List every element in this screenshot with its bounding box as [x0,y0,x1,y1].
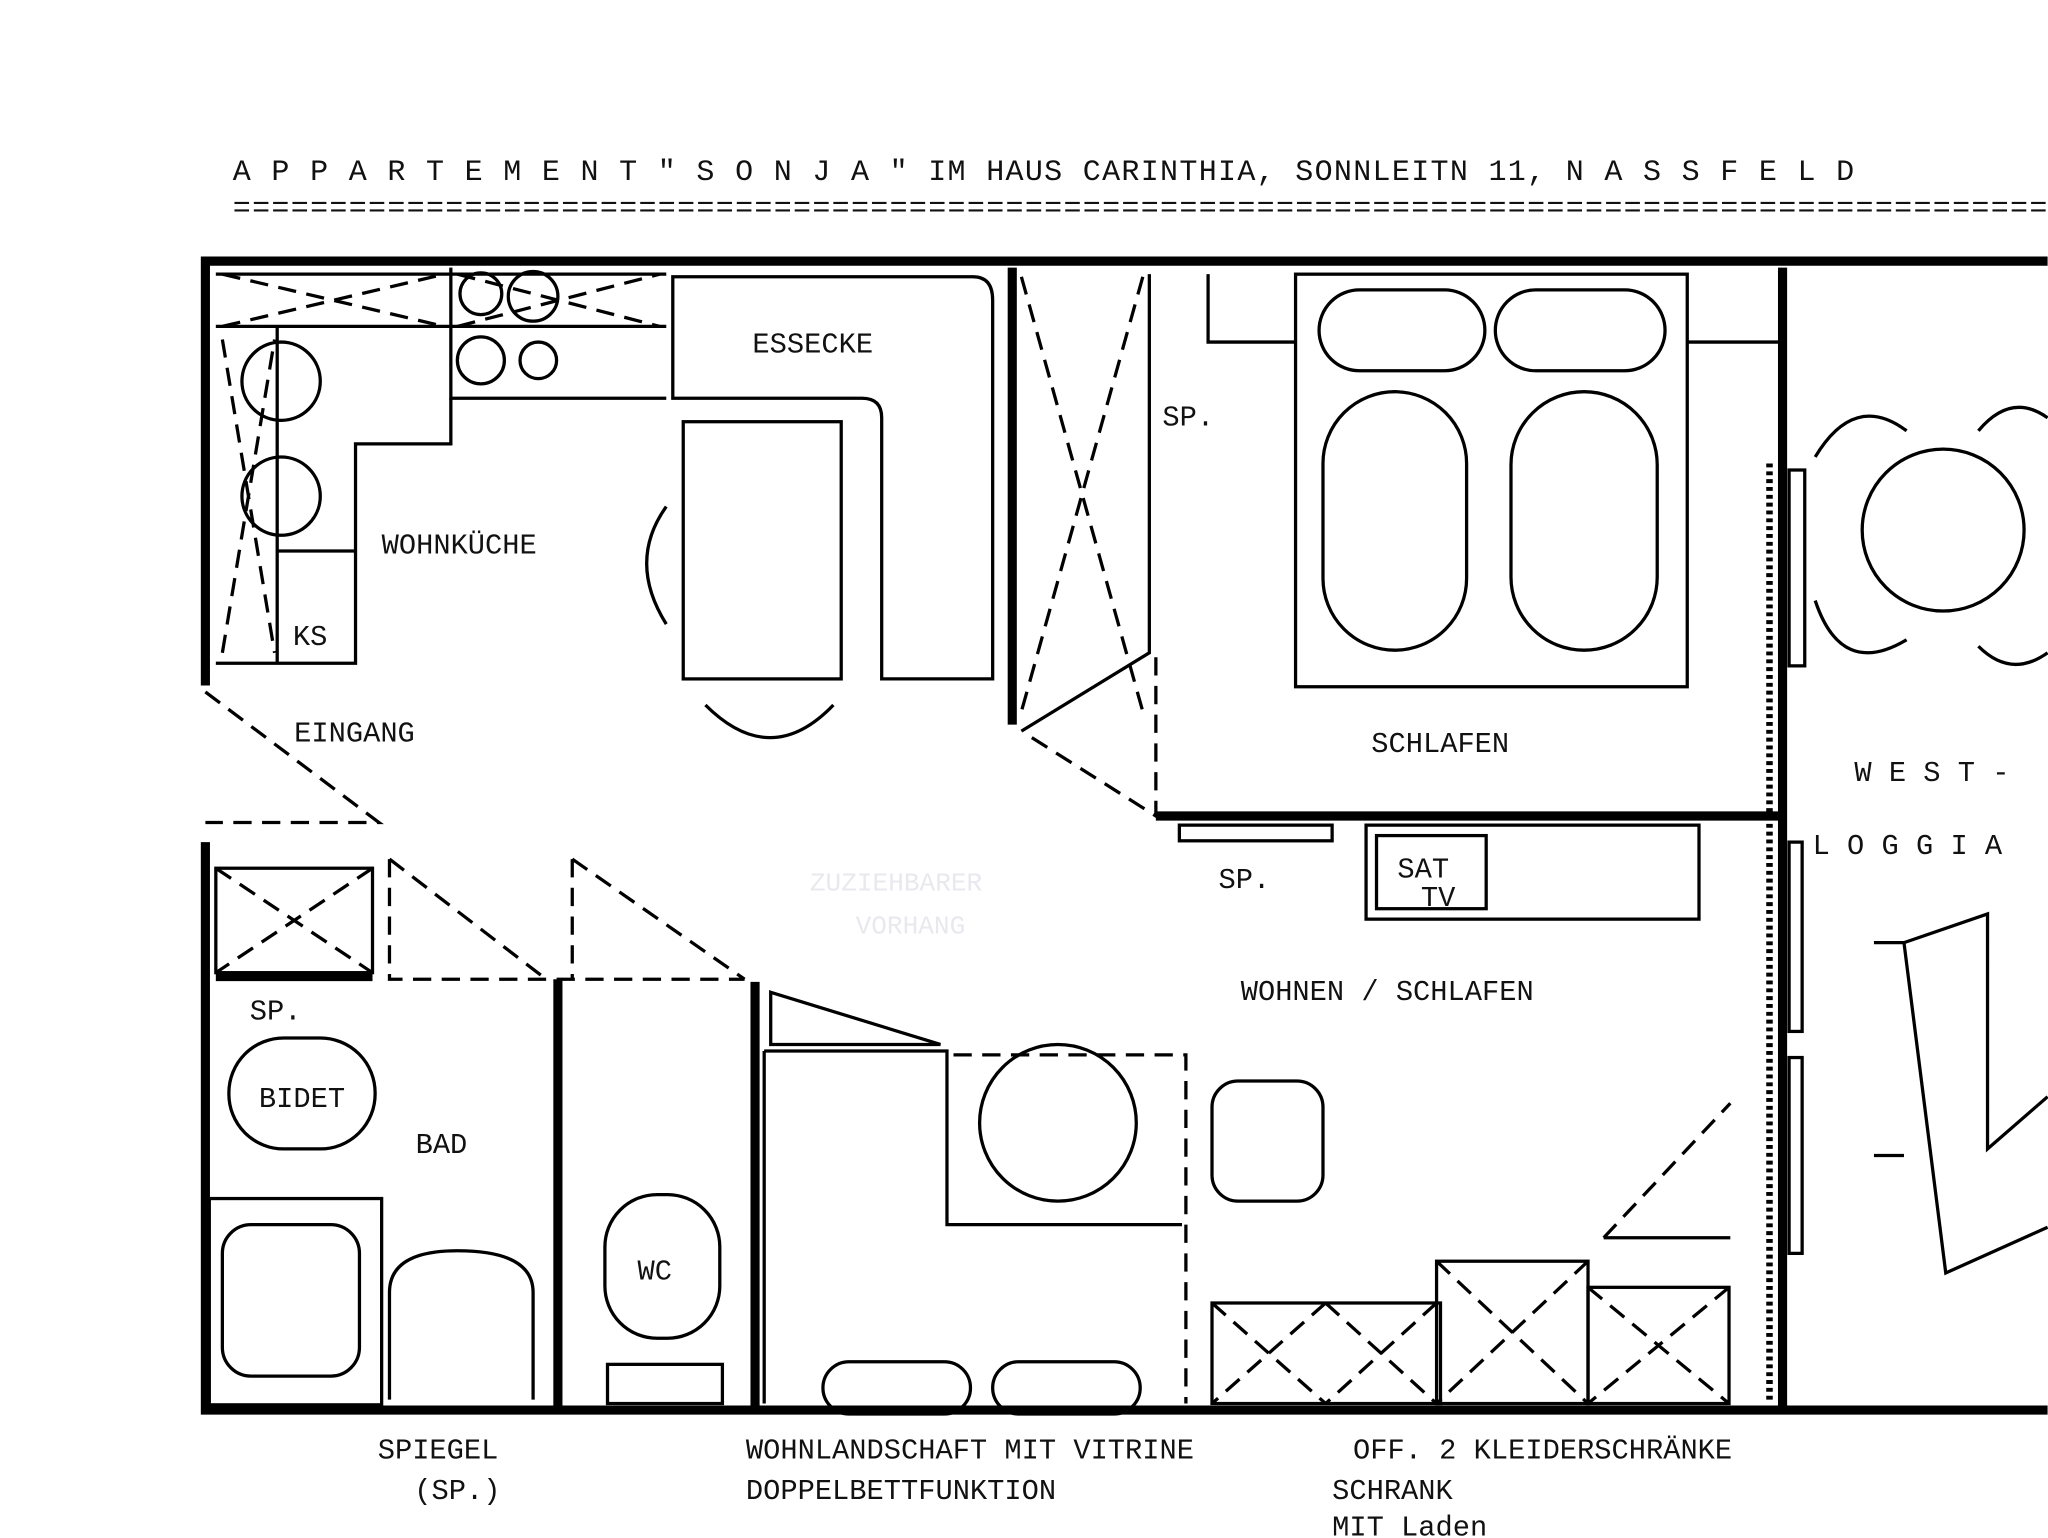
bathroom-fixtures [207,857,746,1407]
room-label-ks: KS [293,621,327,654]
room-label-bad: BAD [416,1129,468,1162]
dining-bench [645,275,995,740]
room-label-schlafen: SCHLAFEN [1371,728,1509,761]
title-underline: ========================================… [233,193,2048,227]
loggia-furniture [1787,405,2048,1276]
legend-laden: MIT Laden [1332,1511,1487,1538]
sofa-and-table [762,990,1325,1416]
room-label-sp-mid: SP. [1219,864,1271,897]
room-label-west: W E S T - [1854,757,2009,790]
room-label-bidet: BIDET [259,1083,345,1116]
legend-kleiderschraenke: OFF. 2 KLEIDERSCHRÄNKE [1353,1434,1732,1467]
room-label-sp-bad: SP. [250,996,302,1029]
hall-wardrobe [1019,276,1158,819]
legend-spiegel: SPIEGEL [378,1434,499,1467]
wardrobes [1210,1102,1732,1406]
room-label-wc: WC [638,1255,672,1288]
sat-label: SAT [1397,853,1449,886]
legend-sp: (SP.) [414,1475,500,1508]
room-label-loggia: L O G G I A [1813,830,2003,863]
entrance-door [204,690,384,825]
room-label-wohnkueche: WOHNKÜCHE [382,530,537,563]
legend-doppelbett: DOPPELBETTFUNKTION [746,1475,1056,1508]
double-bed [1206,272,1779,689]
faint-label-vorhang-1: ZUZIEHBARER [810,868,982,898]
room-label-wohnen-schlafen: WOHNEN / SCHLAFEN [1241,976,1534,1009]
room-label-essecke: ESSECKE [752,329,873,362]
legend-wohnlandschaft: WOHNLANDSCHAFT MIT VITRINE [746,1434,1194,1467]
room-label-sp-top: SP. [1162,402,1214,435]
walls [200,256,2048,1415]
room-label-eingang: EINGANG [294,718,415,751]
faint-label-vorhang-2: VORHANG [856,912,966,942]
tv-label: TV [1421,882,1456,915]
legend-schrank: SCHRANK [1332,1475,1453,1508]
plan-title: A P P A R T E M E N T " S O N J A " IM H… [233,156,1856,190]
kitchen-counter [215,267,667,665]
